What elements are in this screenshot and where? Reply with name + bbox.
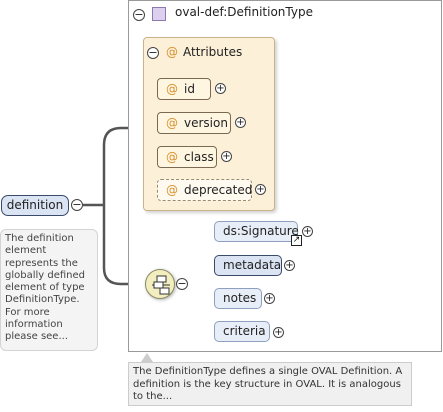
sequence-collapse-button[interactable]: − <box>176 277 188 290</box>
child-criteria[interactable]: criteria <box>214 321 270 342</box>
attribute-version[interactable]: @ version <box>157 112 231 134</box>
expand-notes-button[interactable]: + <box>264 293 275 304</box>
type-collapse-button[interactable]: − <box>133 8 145 21</box>
attributes-title: Attributes <box>183 45 243 59</box>
expand-ds-signature-button[interactable]: + <box>302 226 313 237</box>
documentation-pointer <box>141 353 153 362</box>
attribute-at-icon: @ <box>166 183 178 197</box>
sequence-compositor-icon[interactable] <box>145 269 175 299</box>
expand-class-button[interactable]: + <box>221 151 232 162</box>
attribute-at-icon: @ <box>166 150 178 164</box>
definition-element[interactable]: definition <box>1 195 69 216</box>
sequence-glyph <box>152 275 170 295</box>
expand-metadata-button[interactable]: + <box>284 260 295 271</box>
type-title: oval-def:DefinitionType <box>175 5 313 19</box>
expand-criteria-button[interactable]: + <box>273 327 284 338</box>
attribute-at-icon: @ <box>166 45 178 59</box>
attribute-name: version <box>184 116 228 130</box>
attribute-at-icon: @ <box>166 82 178 96</box>
child-ds-signature[interactable]: ds:Signature <box>214 221 299 242</box>
attributes-collapse-button[interactable]: − <box>147 46 159 59</box>
reference-arrow-icon: ↗ <box>291 235 302 246</box>
attribute-name: class <box>184 150 214 164</box>
sequence-connector <box>102 205 145 286</box>
complex-type-icon <box>152 7 166 21</box>
attribute-name: deprecated <box>184 183 253 197</box>
expand-version-button[interactable]: + <box>235 117 246 128</box>
attribute-class[interactable]: @ class <box>157 146 217 168</box>
attribute-at-icon: @ <box>166 116 178 130</box>
child-metadata[interactable]: metadata <box>214 255 282 276</box>
attribute-deprecated[interactable]: @ deprecated <box>157 179 252 201</box>
attribute-id[interactable]: @ id <box>157 78 211 100</box>
type-documentation: The DefinitionType defines a single OVAL… <box>128 362 412 406</box>
attribute-name: id <box>184 82 195 96</box>
expand-deprecated-button[interactable]: + <box>255 184 266 195</box>
expand-id-button[interactable]: + <box>215 83 226 94</box>
definition-collapse-button[interactable]: − <box>71 198 83 211</box>
attributes-connector <box>102 126 143 205</box>
definition-documentation: The definition element represents the gl… <box>0 229 98 351</box>
child-notes[interactable]: notes <box>214 288 262 309</box>
